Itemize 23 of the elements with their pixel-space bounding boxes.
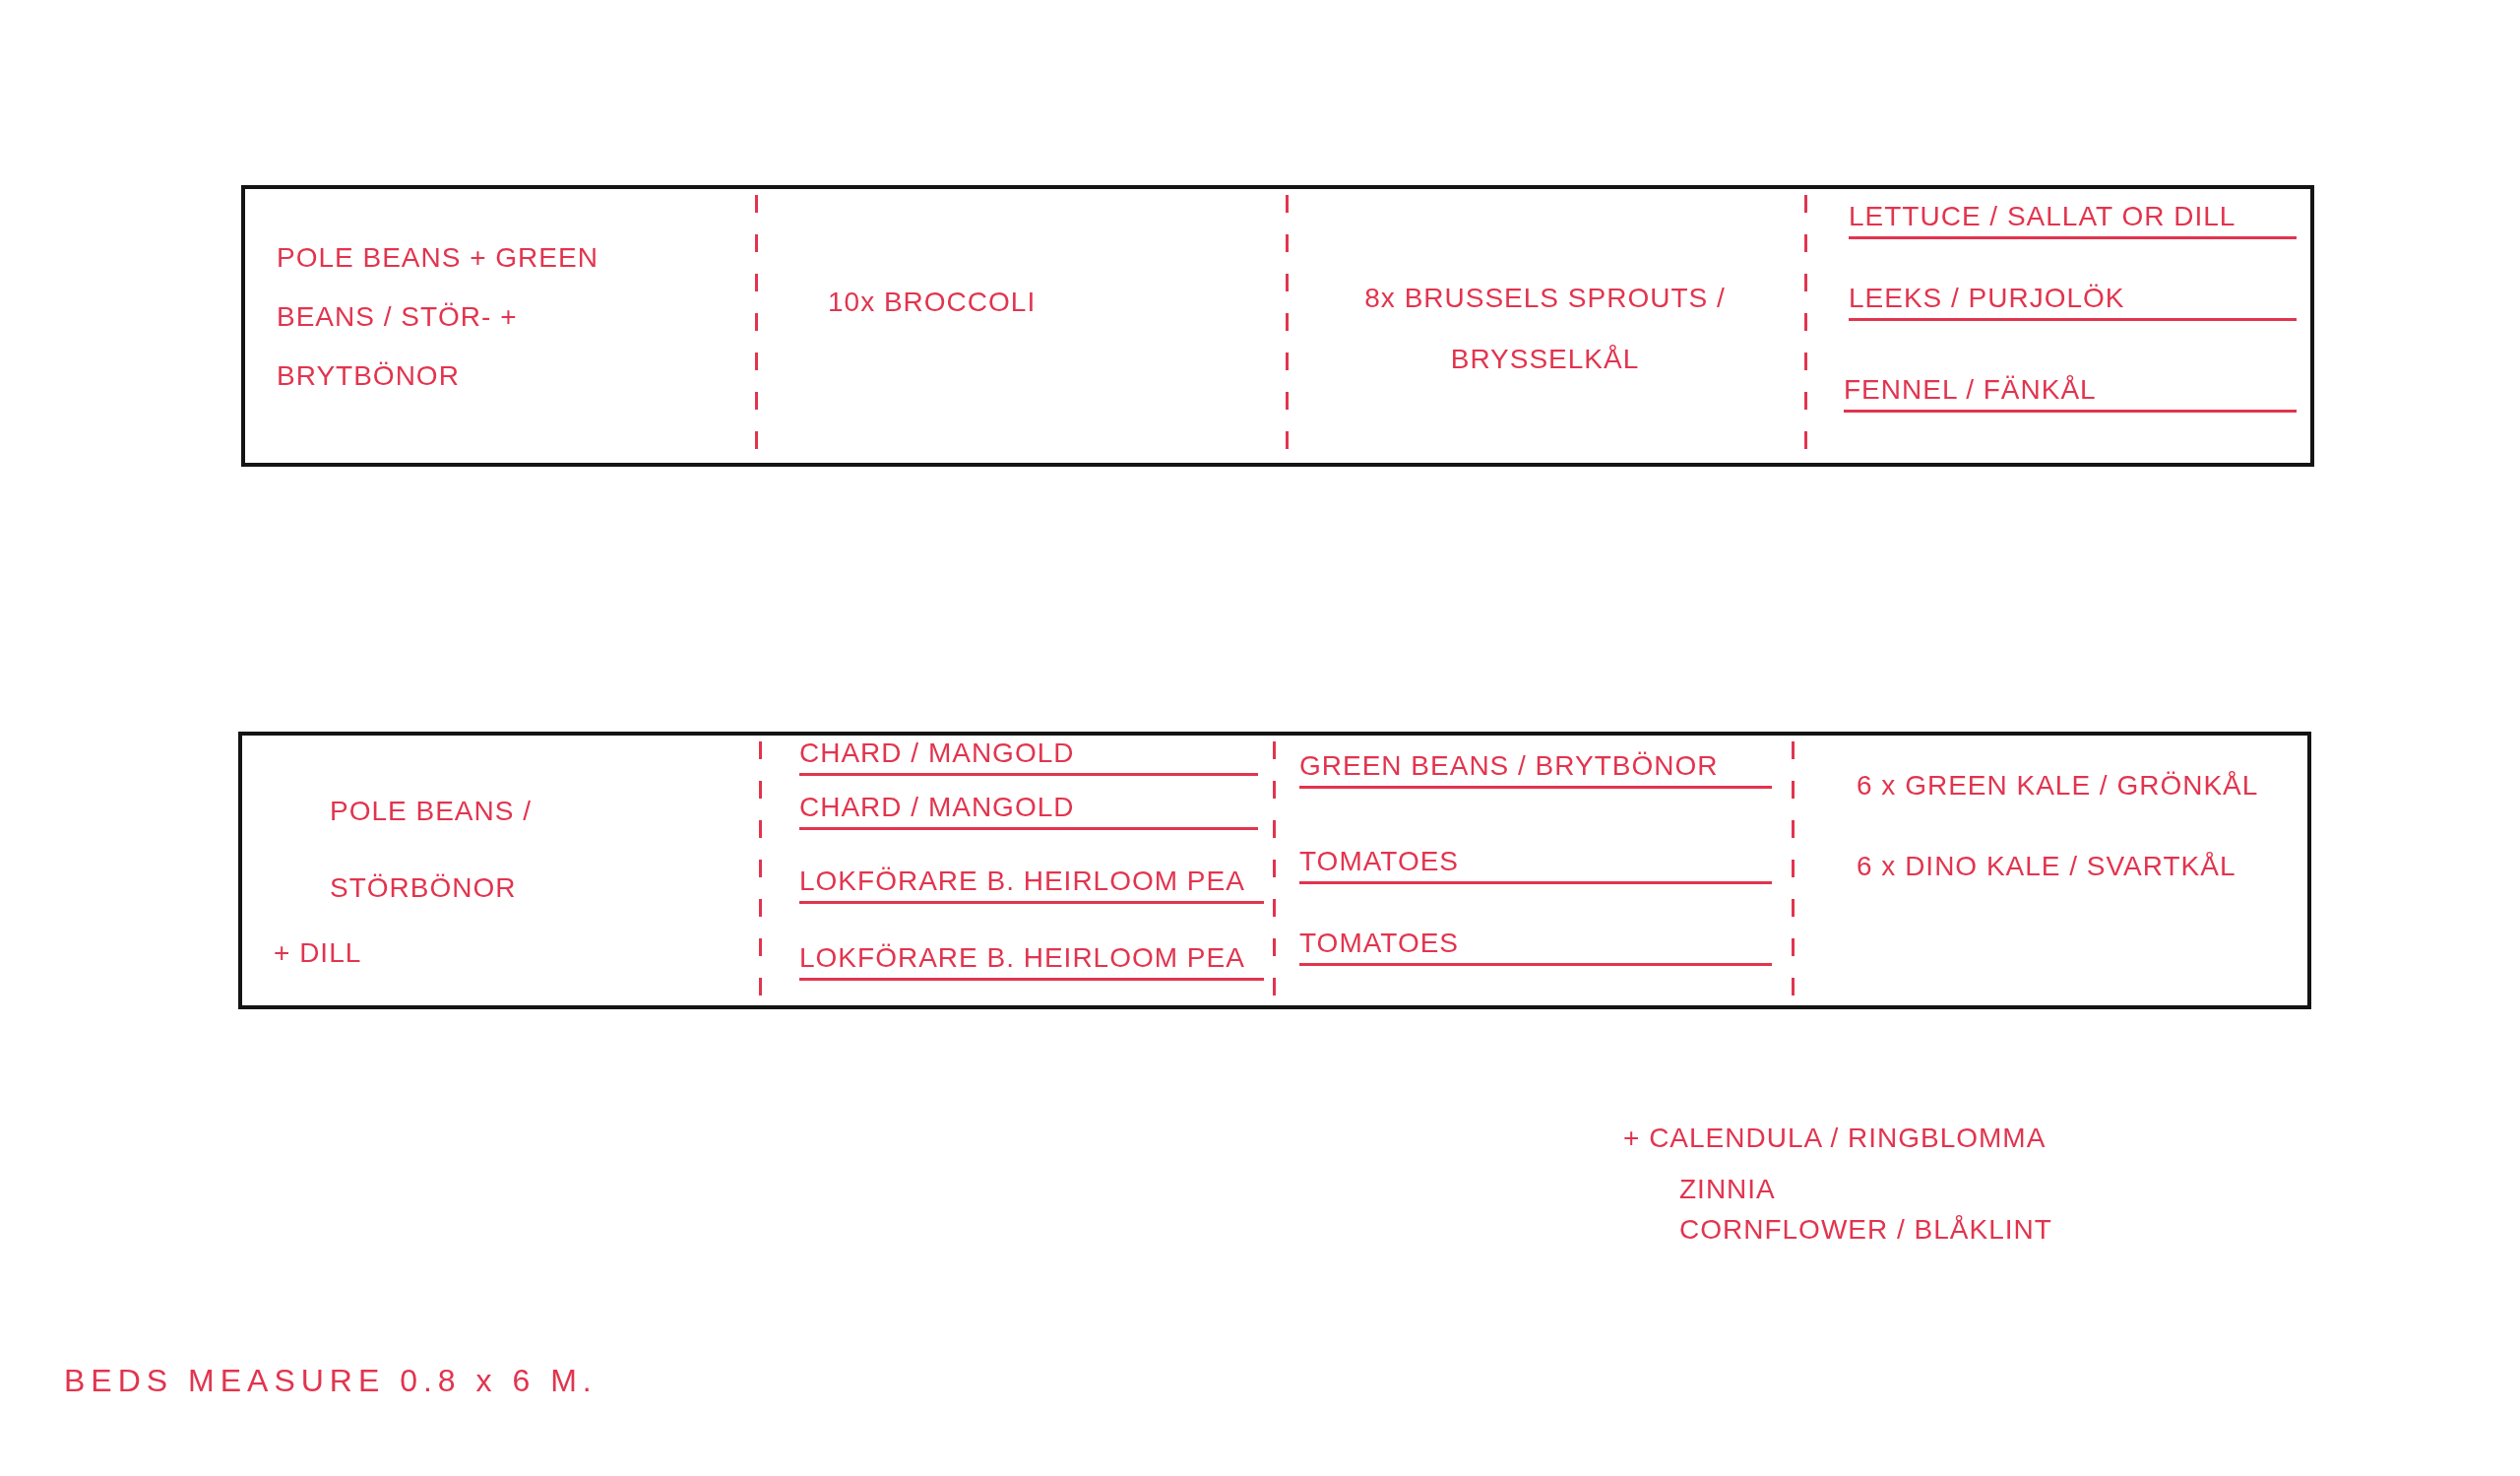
- planting-label: CHARD / MANGOLD: [799, 790, 1258, 830]
- planting-label: LOKFÖRARE B. HEIRLOOM PEA: [799, 940, 1264, 981]
- planting-label: CHARD / MANGOLD: [799, 736, 1258, 776]
- planting-label: FENNEL / FÄNKÅL: [1844, 372, 2297, 413]
- planting-label: 10x BROCCOLI: [828, 286, 1038, 319]
- planting-label: + DILL: [274, 936, 363, 970]
- note-text: CORNFLOWER / BLÅKLINT: [1679, 1213, 2052, 1247]
- garden-bed: [241, 185, 2314, 467]
- note-text: ZINNIA: [1679, 1173, 1776, 1206]
- note-text: + CALENDULA / RINGBLOMMA: [1623, 1122, 2047, 1155]
- planting-label: 6 x GREEN KALE / GRÖNKÅL: [1857, 769, 2260, 802]
- planting-label: GREEN BEANS / BRYTBÖNOR: [1299, 748, 1772, 789]
- planting-label: POLE BEANS + GREEN BEANS / STÖR- + BRYTBÖNOR: [277, 241, 599, 393]
- planting-label: LOKFÖRARE B. HEIRLOOM PEA: [799, 864, 1264, 904]
- planting-label: LEEKS / PURJOLÖK: [1849, 281, 2297, 321]
- planting-label: LETTUCE / SALLAT OR DILL: [1849, 199, 2297, 239]
- planting-label: 8x BRUSSELS SPROUTS / BRYSSELKÅL: [1363, 282, 1727, 376]
- garden-bed: [238, 732, 2311, 1009]
- measurement-note: BEDS MEASURE 0.8 x 6 M.: [64, 1362, 598, 1400]
- planting-label: TOMATOES: [1299, 926, 1772, 966]
- planting-label: 6 x DINO KALE / SVARTKÅL: [1857, 850, 2237, 883]
- planting-label: POLE BEANS / STÖRBÖNOR: [330, 795, 533, 905]
- planting-label: TOMATOES: [1299, 844, 1772, 884]
